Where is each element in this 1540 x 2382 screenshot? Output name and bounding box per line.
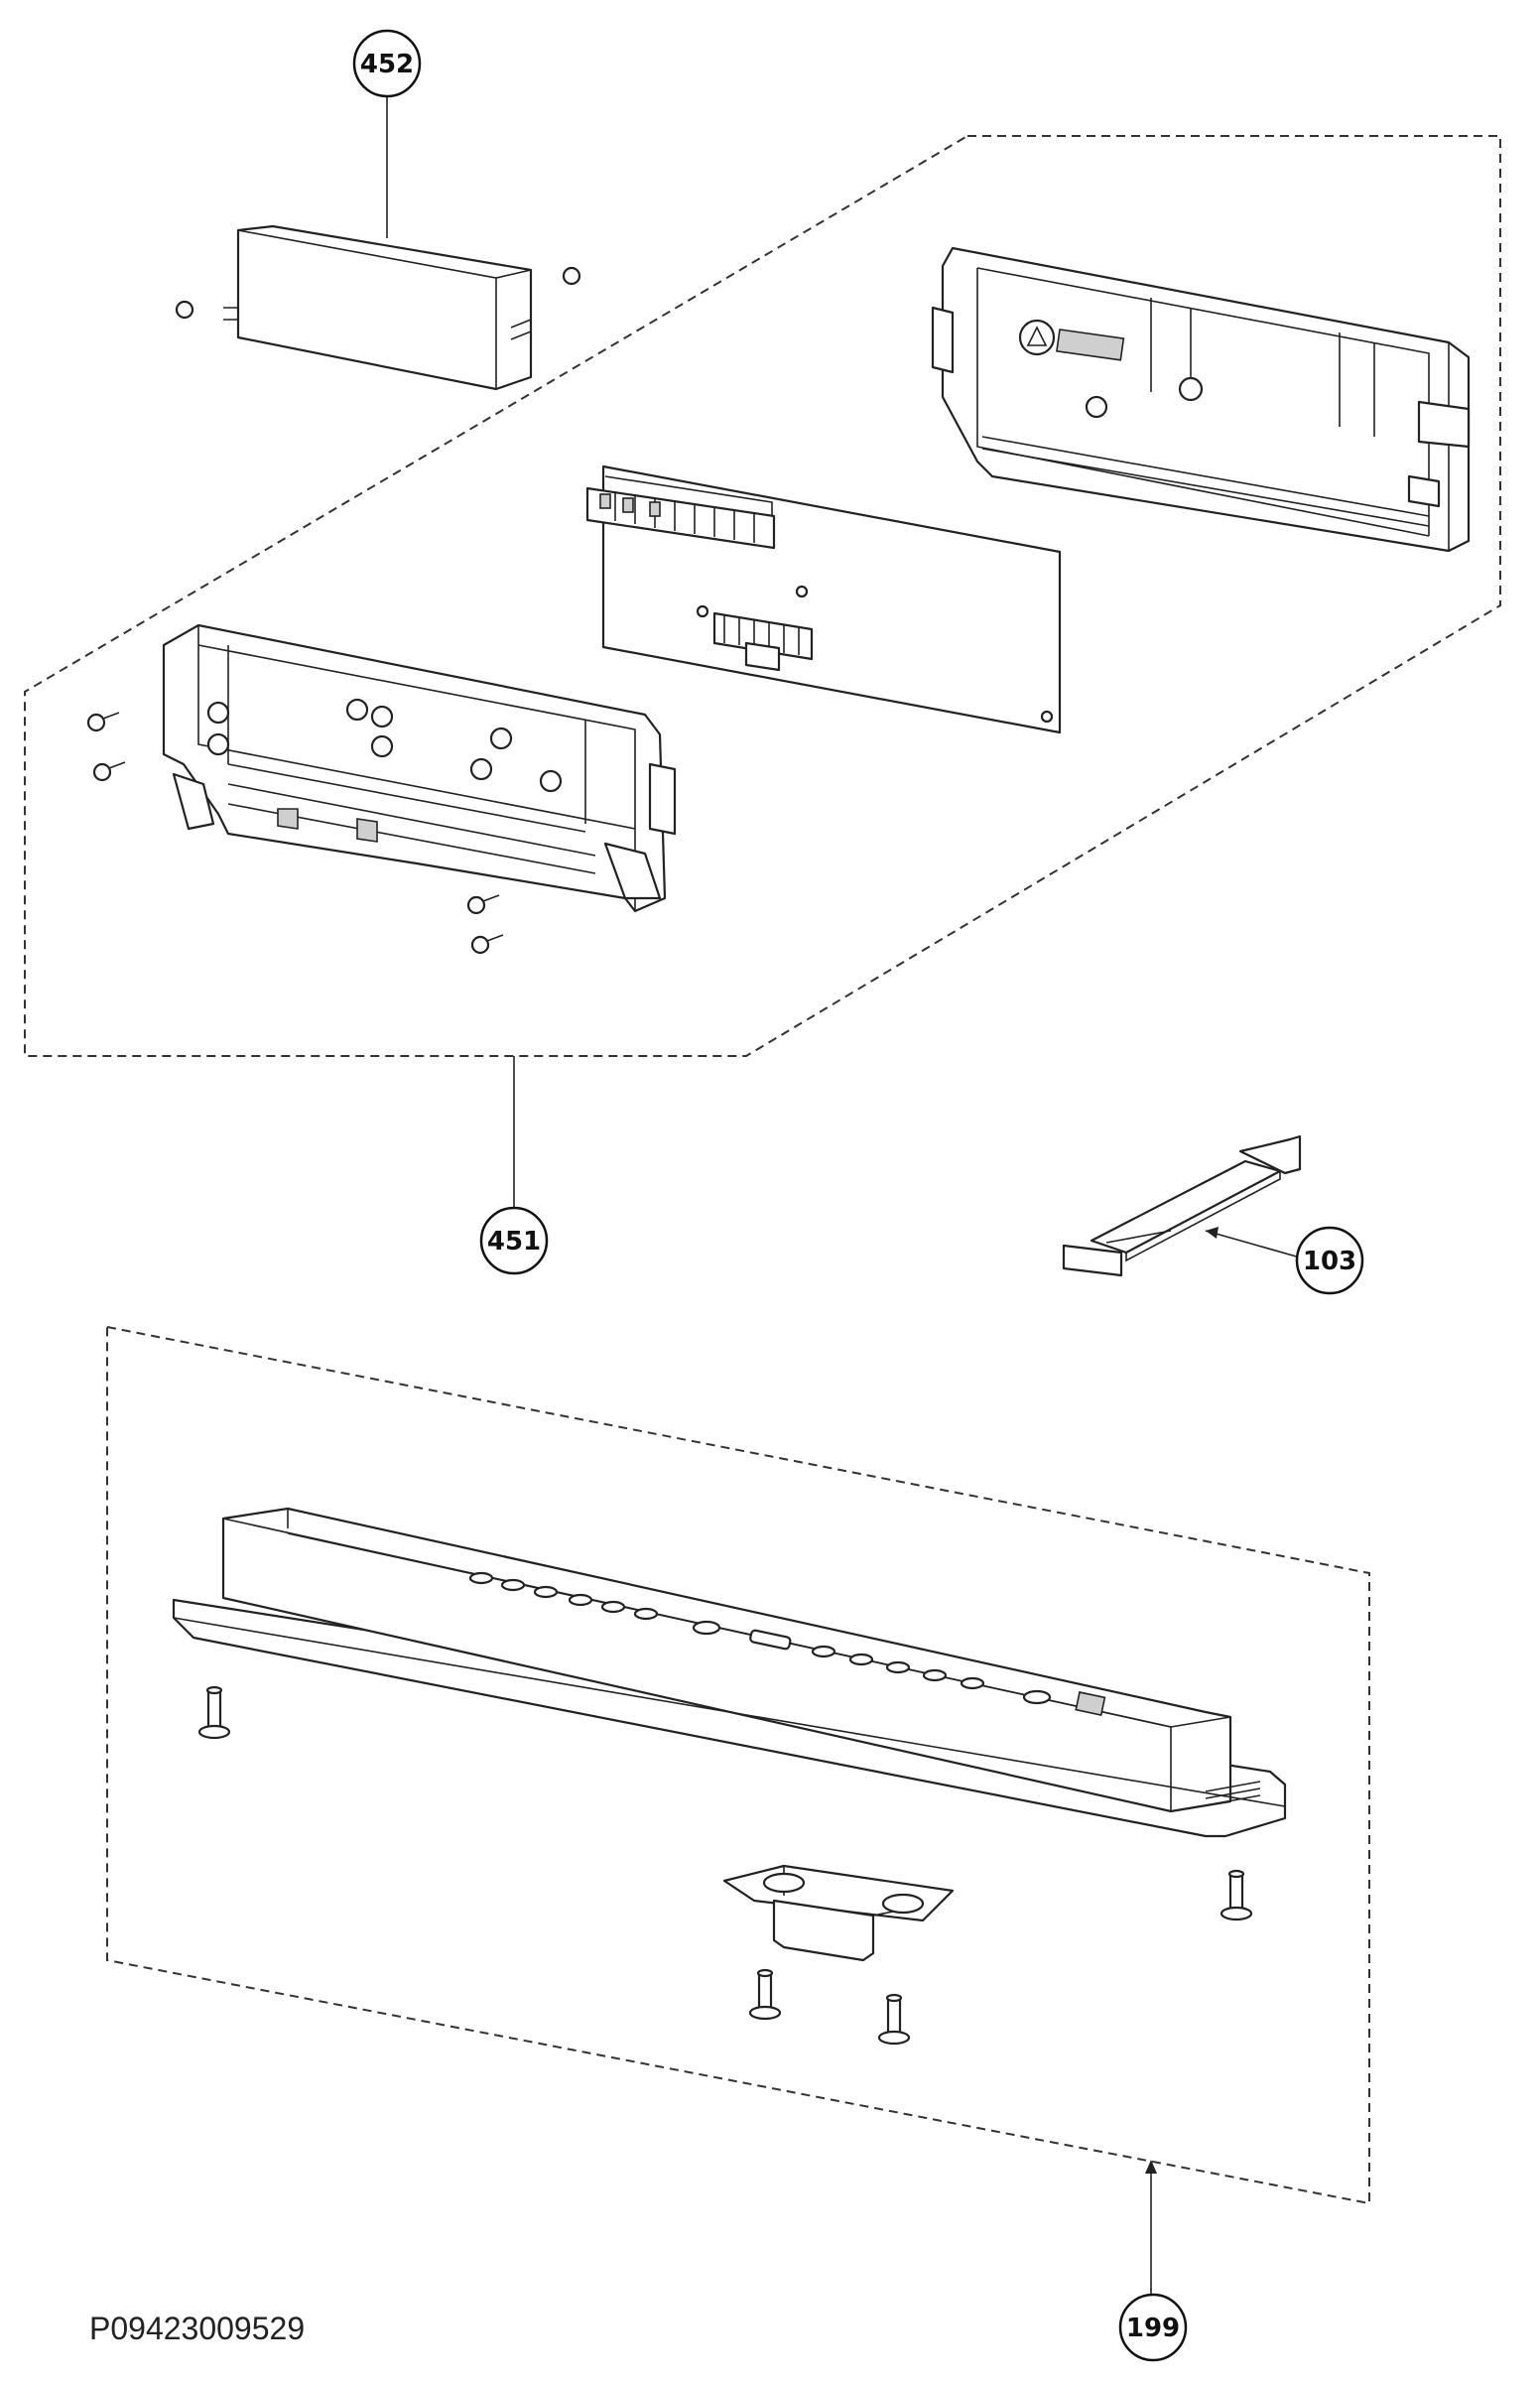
- callout-452-label: 452: [360, 50, 414, 79]
- circuit-board: [585, 464, 1062, 734]
- front-housing: [162, 623, 677, 913]
- callout-451: 451: [479, 1206, 549, 1275]
- document-id: P09423009529: [89, 2311, 306, 2346]
- callout-199: 199: [1118, 2293, 1188, 2362]
- callout-199-label: 199: [1126, 2314, 1180, 2343]
- control-panel-bar: [172, 1507, 1287, 1838]
- latch-piece: [722, 1864, 955, 1962]
- group-199-boundary: [106, 1325, 1370, 2205]
- screws-451: [86, 712, 504, 955]
- callout-452: 452: [352, 29, 422, 98]
- group-451-boundary: [24, 135, 1501, 1057]
- part-452-module: [175, 224, 581, 391]
- callout-451-label: 451: [487, 1227, 541, 1257]
- screws-199: [197, 1685, 1253, 2046]
- callout-103: 103: [1295, 1226, 1364, 1295]
- callout-103-label: 103: [1303, 1247, 1356, 1276]
- arrowhead-103: [1206, 1227, 1219, 1239]
- rear-housing: [931, 246, 1471, 553]
- leader-103: [1205, 1230, 1301, 1258]
- arrowhead-199: [1145, 2160, 1157, 2174]
- part-103-bracket: [1062, 1134, 1302, 1277]
